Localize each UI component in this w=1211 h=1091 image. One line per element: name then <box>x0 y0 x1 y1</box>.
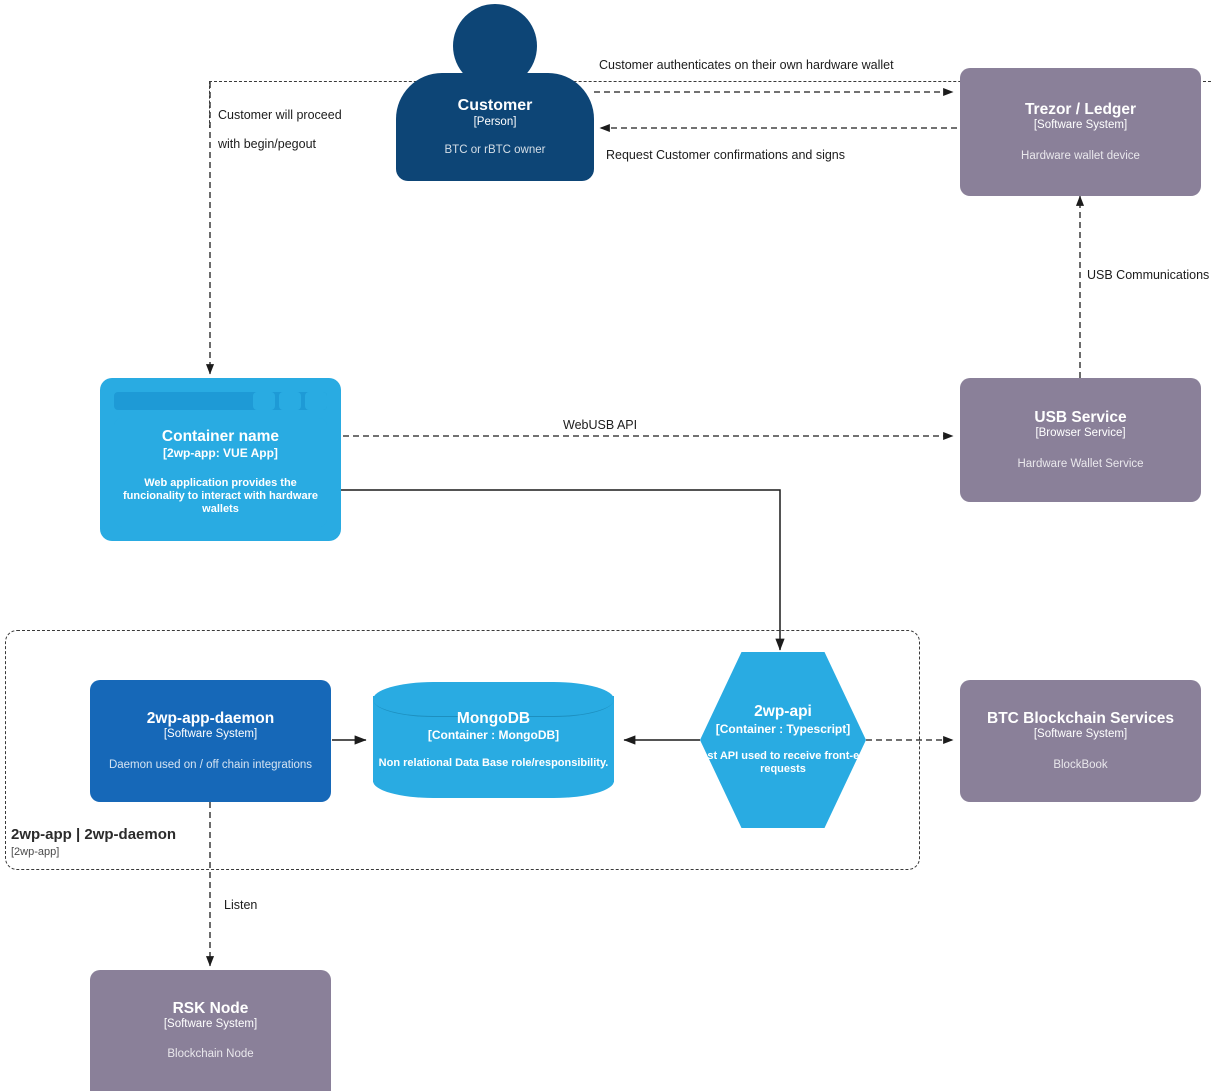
node-customer[interactable]: Customer [Person] BTC or rBTC owner <box>396 4 594 181</box>
node-desc: Hardware wallet device <box>1021 149 1140 162</box>
node-title: 2wp-api <box>754 703 812 721</box>
node-desc: Web application provides the funcionalit… <box>123 476 318 516</box>
node-title: USB Service <box>1034 409 1127 427</box>
node-tech: [Browser Service] <box>1035 427 1126 440</box>
node-2wp-app-daemon[interactable]: 2wp-app-daemon [Software System] Daemon … <box>90 680 331 802</box>
boundary-upper <box>209 81 1211 128</box>
cylinder-top-ellipse <box>373 682 614 717</box>
node-title: Container name <box>161 428 280 446</box>
node-desc: Hardware Wallet Service <box>1017 457 1144 470</box>
node-desc: Daemon used on / off chain integrations <box>108 758 313 771</box>
window-dot-1 <box>253 392 275 410</box>
browser-content: Container name [2wp-app: VUE App] Web ap… <box>114 418 327 527</box>
node-trezor-ledger[interactable]: Trezor / Ledger [Software System] Hardwa… <box>960 68 1201 196</box>
node-desc: Non relational Data Base role/responsibi… <box>378 756 609 769</box>
node-tech: [Software System] <box>1033 119 1128 132</box>
cylinder-bottom-ellipse <box>373 764 614 798</box>
edge-label-proceed-line2: with begin/pegout <box>218 137 316 151</box>
edge-label-listen: Listen <box>224 898 258 912</box>
node-tech: [2wp-app: VUE App] <box>163 446 278 461</box>
node-title: RSK Node <box>172 999 249 1017</box>
node-title: 2wp-app-daemon <box>146 710 275 728</box>
person-body: Customer [Person] BTC or rBTC owner <box>396 73 594 181</box>
node-tech: [Container : MongoDB] <box>427 728 560 743</box>
boundary-name: 2wp-app | 2wp-daemon <box>11 826 177 843</box>
edge-container-to-api <box>341 489 785 651</box>
node-desc: Rest API used to receive front-end reque… <box>693 749 873 776</box>
node-tech: [Software System] <box>1033 728 1128 741</box>
boundary-tech: [2wp-app] <box>11 845 60 858</box>
node-desc: BlockBook <box>1053 758 1108 771</box>
edge-label-request-confirm: Request Customer confirmations and signs <box>606 148 846 162</box>
window-dot-3 <box>305 392 327 410</box>
boundary-2wp-app <box>5 630 920 870</box>
node-desc: BTC or rBTC owner <box>444 144 546 157</box>
node-tech: [Container : Typescript] <box>715 721 851 736</box>
node-desc: Blockchain Node <box>167 1048 254 1061</box>
node-tech: [Person] <box>473 115 517 128</box>
node-container-name[interactable]: Container name [2wp-app: VUE App] Web ap… <box>100 378 341 541</box>
node-rsk-node[interactable]: RSK Node [Software System] Blockchain No… <box>90 970 331 1091</box>
node-2wp-api[interactable] <box>700 652 866 828</box>
node-title: Trezor / Ledger <box>1024 101 1137 119</box>
node-title: MongoDB <box>456 710 531 728</box>
edge-label-customer-auth: Customer authenticates on their own hard… <box>599 58 894 72</box>
browser-window-controls[interactable] <box>253 392 327 410</box>
edge-label-usb-communications: USB Communications <box>1087 268 1210 282</box>
node-tech: [Software System] <box>163 728 258 741</box>
node-usb-service[interactable]: USB Service [Browser Service] Hardware W… <box>960 378 1201 502</box>
window-dot-2 <box>279 392 301 410</box>
node-mongodb[interactable]: MongoDB [Container : MongoDB] Non relati… <box>373 682 614 798</box>
node-title: Customer <box>457 96 533 114</box>
cylinder-label: MongoDB [Container : MongoDB] Non relati… <box>373 682 614 798</box>
node-title: BTC Blockchain Services <box>987 710 1174 728</box>
edge-label-proceed-line1: Customer will proceed <box>218 108 342 122</box>
node-2wp-api-label: 2wp-api [Container : Typescript] Rest AP… <box>690 652 876 828</box>
node-btc-blockchain-services[interactable]: BTC Blockchain Services [Software System… <box>960 680 1201 802</box>
node-tech: [Software System] <box>163 1017 258 1030</box>
edge-label-webusb: WebUSB API <box>563 418 638 432</box>
boundary-2wp-app-label: 2wp-app | 2wp-daemon [2wp-app] <box>11 826 176 859</box>
